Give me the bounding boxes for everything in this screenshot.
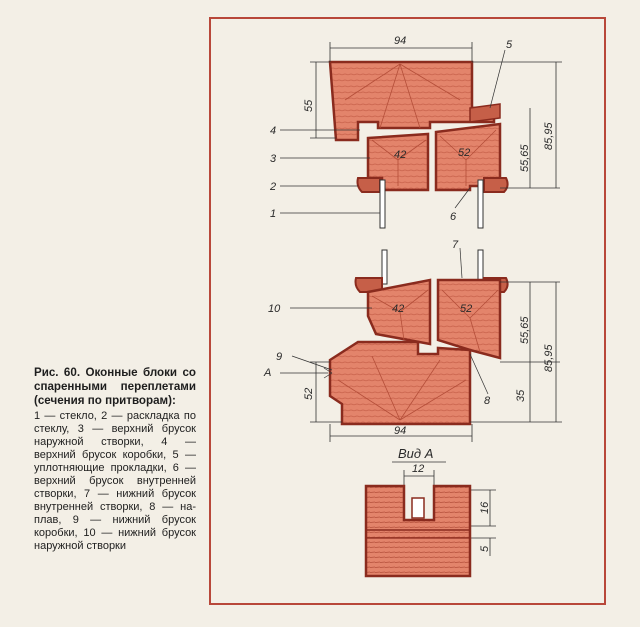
- arrow-label-a: A: [263, 367, 271, 379]
- figure-frame: [209, 17, 606, 605]
- caption-body: 1 — стекло, 2 — расклад­ка по стеклу, 3 …: [34, 410, 196, 552]
- dim-top-height-left: 55: [303, 99, 315, 112]
- dim-top-outer: 85,95: [543, 122, 555, 150]
- bottom-leaders: [280, 247, 489, 395]
- top-glass-panes: [379, 179, 484, 229]
- view-dim-small: 5: [479, 545, 491, 552]
- top-dimensions: 94 55 55,65 85,95 42 52: [303, 35, 562, 189]
- dim-bottom-inner: 55,65: [519, 316, 531, 344]
- caption-title: Рис. 60. Оконные бло­ки со спаренными пе…: [34, 366, 196, 407]
- bottom-outer-sash: [366, 278, 432, 346]
- top-leaders: [280, 49, 506, 214]
- label-2: 2: [269, 181, 276, 193]
- top-seal-strip: [469, 103, 501, 123]
- view-a-dimensions: 12 16 5: [403, 463, 496, 556]
- dim-top-sash-right: 52: [458, 147, 470, 159]
- dim-bottom-sash-right: 52: [460, 303, 472, 315]
- label-4: 4: [270, 125, 276, 137]
- dim-top-inner: 55,65: [519, 144, 531, 172]
- view-a-section: [364, 484, 472, 578]
- dim-bottom-width: 94: [394, 425, 406, 437]
- top-inner-sash: [434, 122, 502, 192]
- label-5: 5: [506, 39, 513, 51]
- label-7: 7: [452, 239, 459, 251]
- view-a-title: Вид А: [398, 446, 433, 461]
- label-3: 3: [270, 153, 277, 165]
- dim-bottom-sash-left: 42: [392, 303, 404, 315]
- view-dim-height: 16: [479, 501, 491, 514]
- dim-bottom-left: 52: [303, 388, 315, 400]
- dim-bottom-right: 35: [515, 389, 527, 402]
- figure-caption: Рис. 60. Оконные бло­ки со спаренными пе…: [34, 366, 196, 553]
- label-1: 1: [270, 208, 276, 220]
- view-dim-width: 12: [412, 463, 424, 475]
- bottom-labels: 10 9 A 7 8: [263, 239, 491, 407]
- top-glazing-beads: [356, 177, 509, 193]
- dim-top-width: 94: [394, 35, 406, 47]
- dim-bottom-outer: 85,95: [543, 344, 555, 372]
- label-9: 9: [276, 351, 282, 363]
- bottom-inner-sash: [436, 278, 502, 360]
- label-8: 8: [484, 395, 491, 407]
- label-10: 10: [268, 303, 281, 315]
- dim-top-sash-left: 42: [394, 149, 406, 161]
- label-6: 6: [450, 211, 457, 223]
- bottom-dimensions: 42 52 55,65 85,95 35 52 94: [303, 281, 562, 442]
- bottom-frame-bar: [328, 340, 472, 426]
- top-labels: 4 3 2 1 5 6: [269, 39, 513, 223]
